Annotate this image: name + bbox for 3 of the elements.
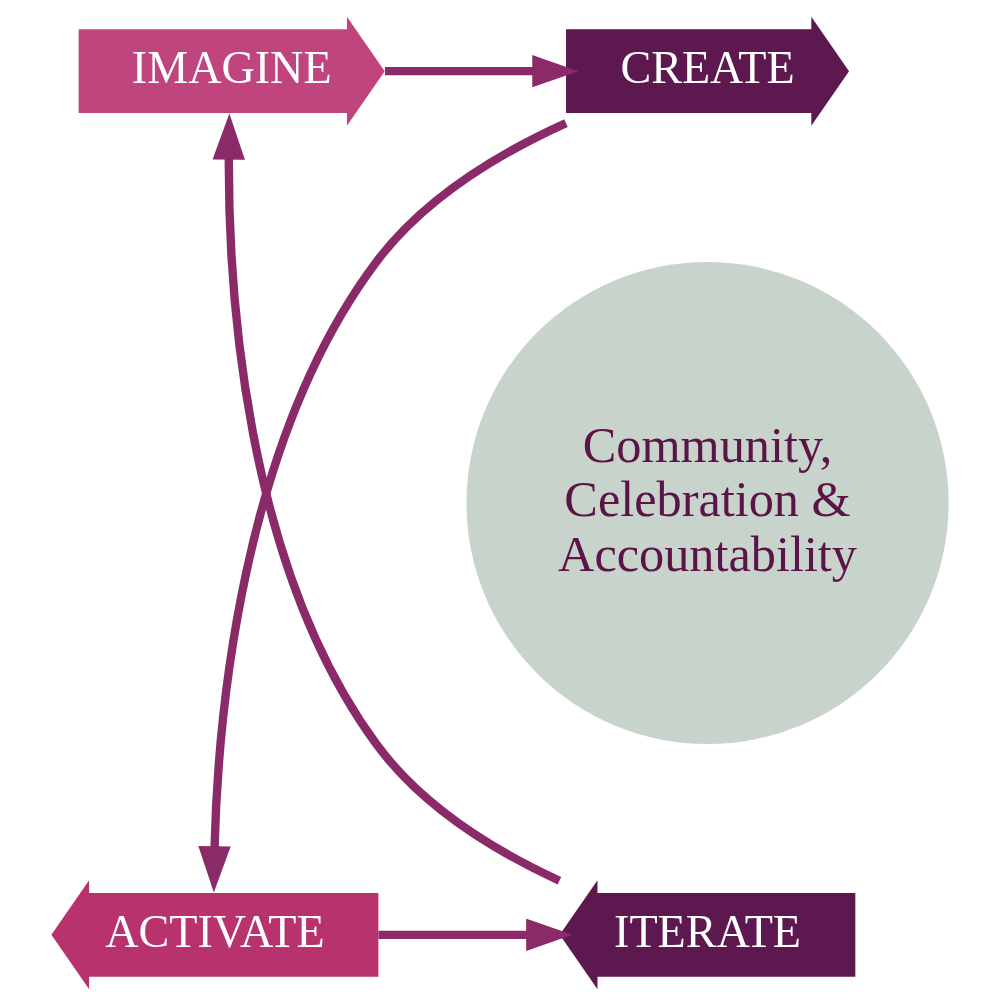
arrow [378,918,573,952]
node-circle: Community, Celebration & Accountability [466,261,949,745]
arrow [385,54,579,88]
